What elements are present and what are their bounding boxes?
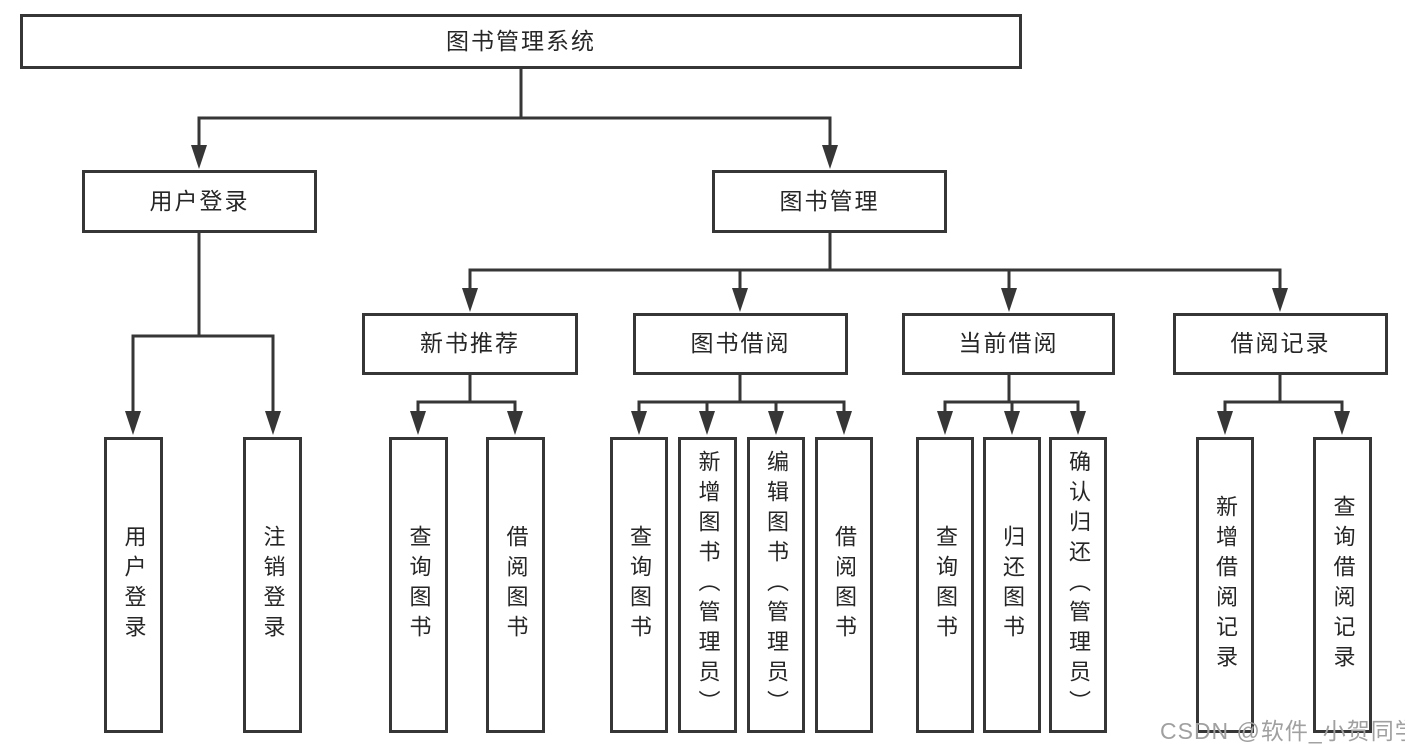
leaf-query-book-borrow: 查询图书 — [610, 437, 668, 733]
leaf-confirm-return-admin: 确认归还（管理员） — [1049, 437, 1107, 733]
leaf-add-borrow-record: 新增借阅记录 — [1196, 437, 1254, 733]
leaf-borrow-book-recommend: 借阅图书 — [486, 437, 545, 733]
node-user-login: 用户登录 — [82, 170, 317, 233]
node-borrow-records: 借阅记录 — [1173, 313, 1388, 375]
node-library-system: 图书管理系统 — [20, 14, 1022, 69]
leaf-logout: 注销登录 — [243, 437, 302, 733]
watermark: CSDN @软件_小贺同学 — [1160, 718, 1405, 744]
node-new-book-recommend: 新书推荐 — [362, 313, 578, 375]
arrowheads — [125, 145, 1350, 435]
leaf-add-book-admin: 新增图书（管理员） — [678, 437, 737, 733]
node-current-borrow: 当前借阅 — [902, 313, 1115, 375]
leaf-query-book-recommend: 查询图书 — [389, 437, 448, 733]
leaf-query-borrow-record: 查询借阅记录 — [1313, 437, 1372, 733]
leaf-user-login: 用户登录 — [104, 437, 163, 733]
leaf-edit-book-admin: 编辑图书（管理员） — [747, 437, 805, 733]
leaf-query-book-current: 查询图书 — [916, 437, 974, 733]
node-book-borrow: 图书借阅 — [633, 313, 848, 375]
node-book-management: 图书管理 — [712, 170, 947, 233]
leaf-return-book: 归还图书 — [983, 437, 1041, 733]
leaf-borrow-book: 借阅图书 — [815, 437, 873, 733]
